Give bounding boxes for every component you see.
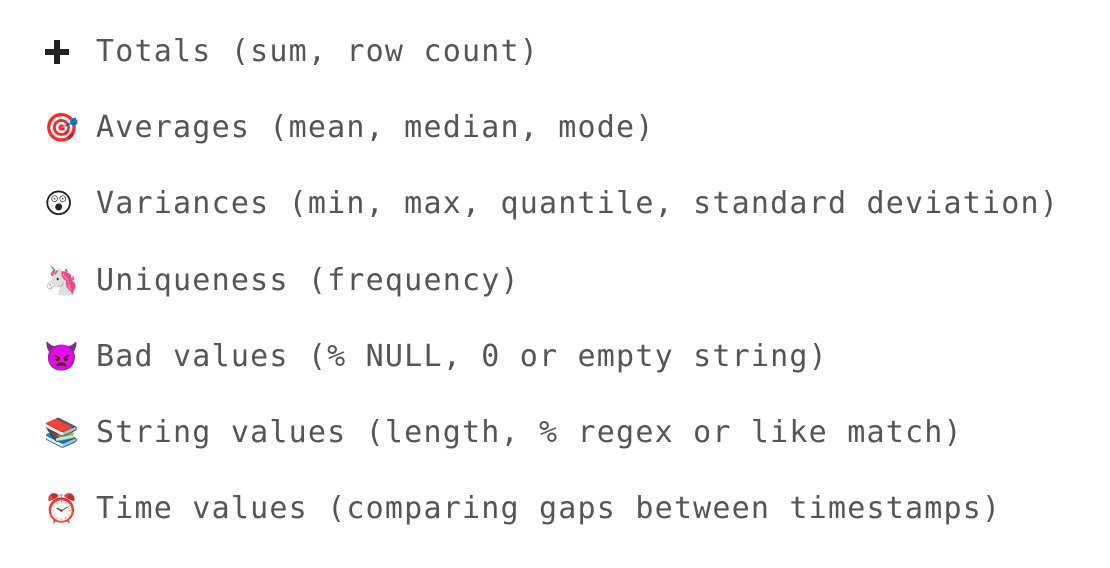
- hushed-face-icon: 😲: [44, 187, 74, 221]
- list-item-uniqueness: 🦄 Uniqueness (frequency): [44, 253, 1094, 329]
- unicorn-icon: 🦄: [44, 263, 79, 297]
- stats-list: Totals (sum, row count) 🎯 Averages (mean…: [44, 24, 1094, 557]
- list-item-label: Totals (sum, row count): [96, 34, 540, 69]
- direct-hit-target-icon: 🎯: [44, 111, 79, 145]
- list-item-label: Variances (min, max, quantile, standard …: [96, 186, 1060, 222]
- list-item-string-values: 📚 String values (length, % regex or like…: [44, 405, 1094, 481]
- books-icon: 📚: [44, 415, 79, 449]
- list-item-time-values: ⏰ Time values (comparing gaps between ti…: [44, 481, 1094, 557]
- angry-devil-icon: 👿: [44, 339, 79, 373]
- list-item-variances: 😲 Variances (min, max, quantile, standar…: [44, 176, 1094, 252]
- list-item-averages: 🎯 Averages (mean, median, mode): [44, 100, 1094, 176]
- list-item-label: Bad values (% NULL, 0 or empty string): [96, 338, 828, 374]
- list-item-label: Averages (mean, median, mode): [96, 110, 655, 146]
- alarm-clock-icon: ⏰: [44, 492, 79, 526]
- list-item-label: String values (length, % regex or like m…: [96, 414, 963, 450]
- list-item-totals: Totals (sum, row count): [44, 24, 1094, 100]
- list-item-label: Time values (comparing gaps between time…: [96, 491, 1002, 527]
- heavy-plus-icon: [44, 24, 96, 80]
- list-item-bad-values: 👿 Bad values (% NULL, 0 or empty string): [44, 329, 1094, 405]
- list-item-label: Uniqueness (frequency): [96, 262, 520, 298]
